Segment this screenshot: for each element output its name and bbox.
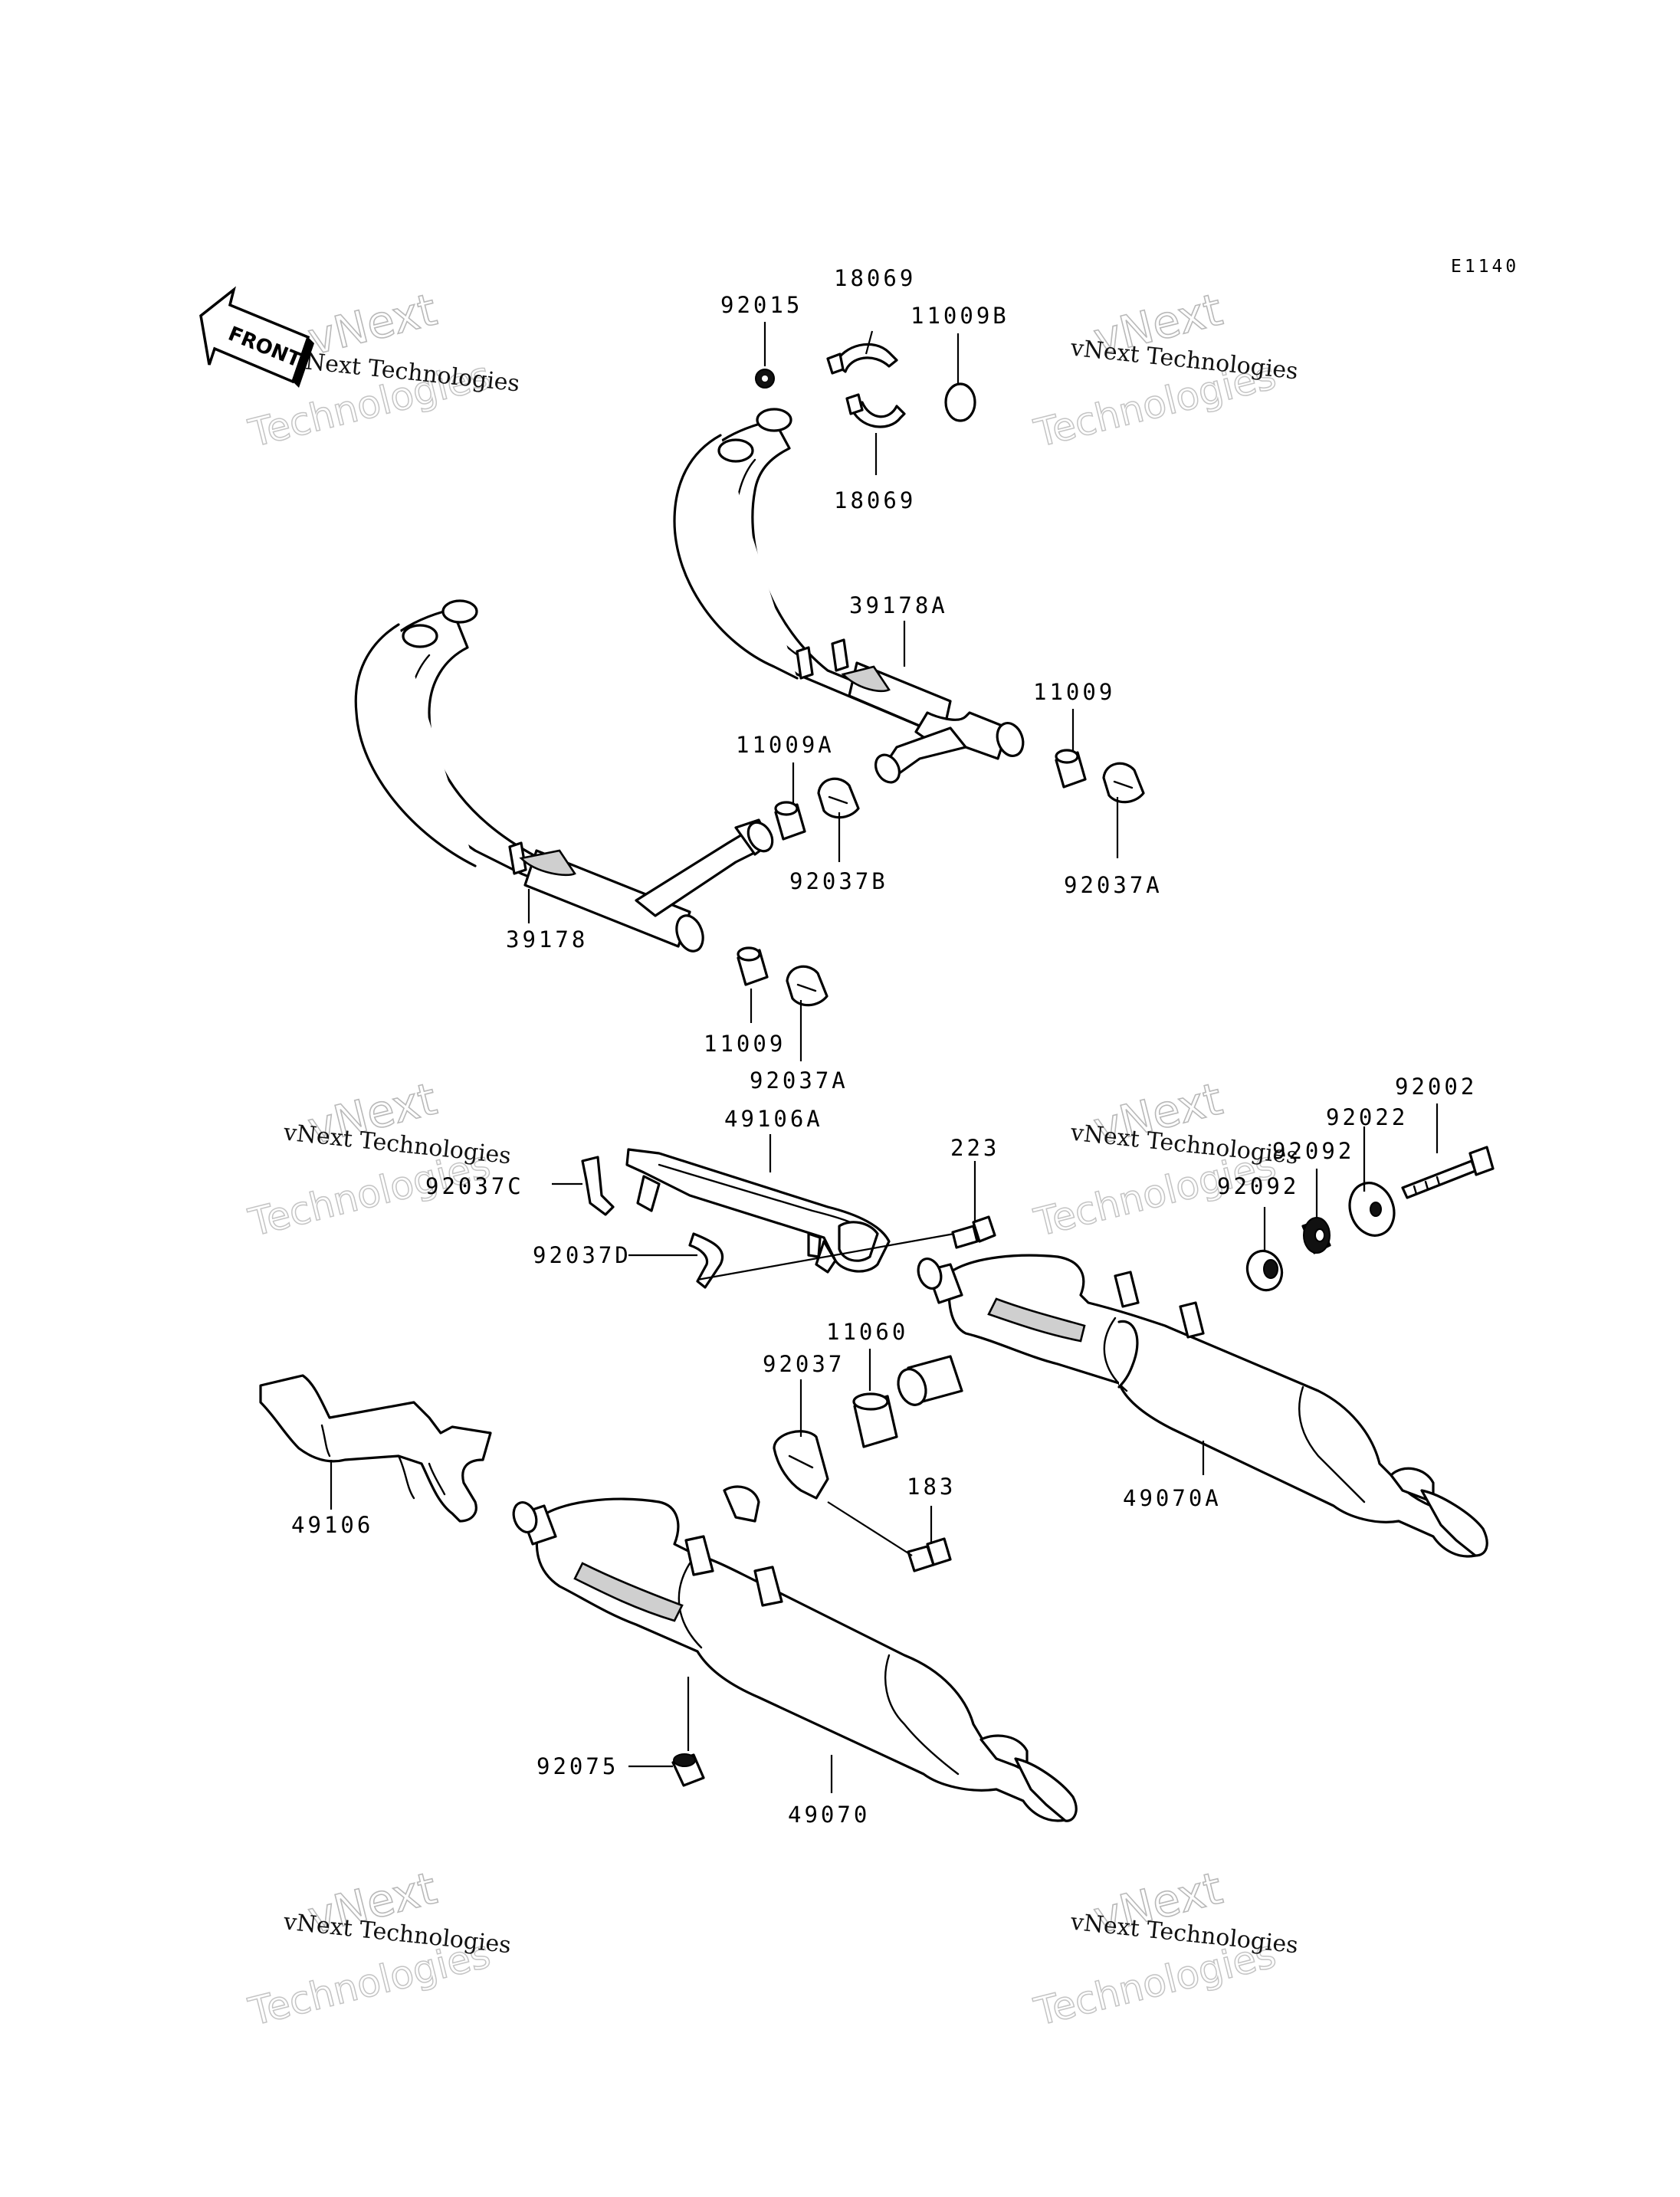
front-arrow-icon: FRONT <box>199 286 314 388</box>
label-11009-lower: 11009 <box>704 1031 786 1057</box>
watermark-mid-left: vNext Technologies vNext Technologies <box>244 1072 512 1246</box>
label-92075: 92075 <box>536 1753 619 1779</box>
label-18069-top: 18069 <box>834 265 916 291</box>
part-labels: 92015 18069 18069 11009B 39178A 11009 11… <box>291 265 1477 1828</box>
label-92037B: 92037B <box>789 868 888 894</box>
clamp-92037-icon <box>773 1430 829 1500</box>
clamp-half-18069-bottom-icon <box>845 393 906 428</box>
label-92037: 92037 <box>763 1351 845 1377</box>
heat-shield-49106 <box>259 1374 492 1523</box>
label-92037C: 92037C <box>425 1173 524 1199</box>
nut-92015-icon <box>755 369 775 389</box>
watermark-mid-right: vNext Technologies vNext Technologies <box>1029 1072 1299 1246</box>
clamp-half-18069-top-icon <box>826 343 898 375</box>
heat-shield-49106A <box>625 1148 891 1274</box>
watermark-bottom-left: vNext Technologies vNext Technologies <box>244 1861 512 2035</box>
label-11009A: 11009A <box>736 732 835 758</box>
label-39178: 39178 <box>506 926 588 953</box>
label-92015: 92015 <box>720 292 802 318</box>
clamp-92037A-right-icon <box>1102 762 1145 804</box>
clamp-92037A-lower-icon <box>786 965 829 1007</box>
bolt-92002-icon <box>1401 1146 1495 1199</box>
label-39178A: 39178A <box>849 592 948 618</box>
collar-11060-icon <box>852 1392 898 1448</box>
label-92022: 92022 <box>1326 1104 1408 1130</box>
clip-92037D-icon <box>688 1232 724 1289</box>
gasket-ring-11009B-icon <box>944 382 976 422</box>
collar-11009-right-icon <box>1055 749 1087 789</box>
label-49106: 49106 <box>291 1512 373 1538</box>
label-11060: 11060 <box>826 1319 908 1345</box>
label-92037A-right: 92037A <box>1064 872 1163 898</box>
label-92037D: 92037D <box>533 1242 632 1268</box>
collar-11009-lower-icon <box>737 946 769 986</box>
clamp-92037B-icon <box>817 777 860 819</box>
label-92037A-lower: 92037A <box>750 1067 848 1094</box>
label-49070A: 49070A <box>1123 1485 1222 1511</box>
header-pipe-39178A <box>673 408 1025 784</box>
muffler-49070 <box>512 1485 1078 1822</box>
label-11009-right: 11009 <box>1033 679 1115 705</box>
leader-lines <box>330 322 1439 1793</box>
diagram-code: E1140 <box>1451 257 1519 277</box>
label-18069-bottom: 18069 <box>834 487 916 513</box>
label-92092-lower: 92092 <box>1217 1173 1299 1199</box>
watermark-top-right: vNext Technologies vNext Technologies <box>1029 283 1299 457</box>
collar-11009A-icon <box>774 801 806 841</box>
watermark-bottom-right: vNext Technologies vNext Technologies <box>1029 1861 1299 2035</box>
grommet-92092-upper-icon <box>1301 1217 1331 1254</box>
label-11009B: 11009B <box>911 303 1009 329</box>
header-pipe-39178 <box>354 599 774 953</box>
bolt-183-icon <box>907 1537 952 1572</box>
muffler-49070A <box>897 1254 1488 1558</box>
label-92092-upper: 92092 <box>1272 1138 1354 1164</box>
label-49070: 49070 <box>788 1802 870 1828</box>
label-92002: 92002 <box>1395 1074 1477 1100</box>
label-49106A: 49106A <box>724 1106 823 1132</box>
bolt-223-icon <box>951 1215 996 1249</box>
label-223: 223 <box>950 1135 999 1161</box>
grommet-92092-lower-icon <box>1245 1249 1284 1292</box>
rubber-damper-92075-icon <box>671 1753 705 1787</box>
washer-92022-icon <box>1348 1182 1396 1237</box>
label-183: 183 <box>907 1474 956 1500</box>
clip-92037C-icon <box>581 1156 615 1216</box>
